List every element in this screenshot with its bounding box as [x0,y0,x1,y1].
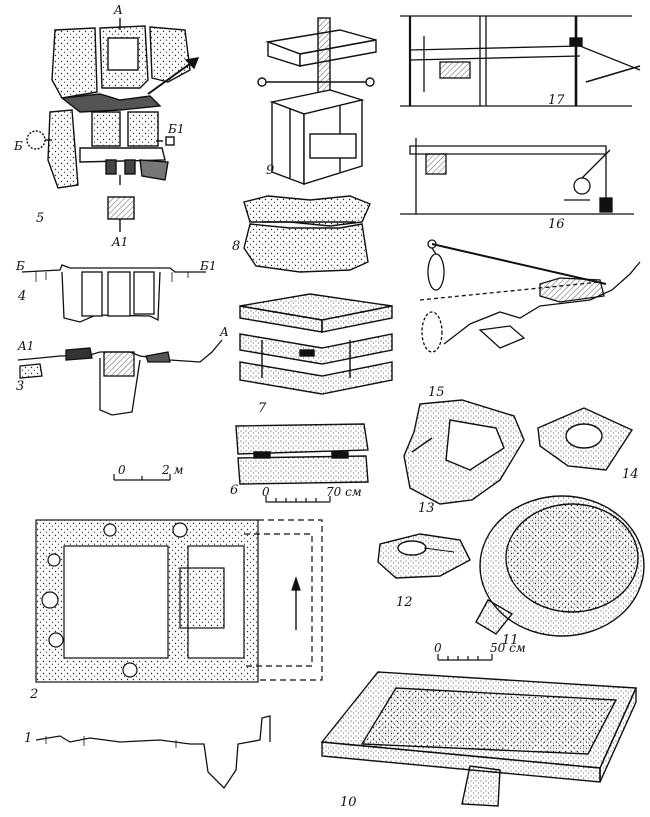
label-b1-section: Б1 [199,259,216,273]
label-a1-section: A1 [17,339,34,353]
scale-3-zero: 0 [434,641,442,655]
figure-13-number: 13 [418,501,435,516]
figure-17-press [400,15,641,107]
figure-10-number: 10 [340,795,357,810]
figure-11-round-press [475,495,645,637]
label-b1-right: Б1 [167,122,184,136]
figure-6-slab [235,423,369,485]
figure-1-number: 1 [24,731,32,746]
figure-12-vessel [377,533,471,579]
figure-14-mortar [537,407,634,471]
figure-7-number: 7 [258,401,267,416]
label-a-section: A [219,325,229,339]
figure-15-weights [419,239,641,353]
label-a1-bottom: A1 [111,235,128,249]
figure-1-section [35,715,271,790]
scale-bar-meters [113,474,171,481]
figure-11-number: 11 [502,633,519,648]
figure-9-screw-press [257,17,377,186]
figure-16-number: 16 [548,217,565,232]
scale-bar-cm-50 [437,654,493,661]
scale-3-end: 50 см [490,641,526,655]
figure-4-section [21,264,206,323]
label-a-top: A [113,3,123,17]
figure-13-stone [403,399,525,505]
scale-1-end: 2 м [161,463,183,477]
label-b-section: Б [15,259,25,273]
figure-15-number: 15 [428,385,445,400]
figure-16-lever [400,138,634,215]
figure-2-number: 2 [29,687,38,702]
figure-3-section [17,339,223,416]
figure-8-stone [243,195,371,273]
figure-2-wall-plan [35,519,323,683]
figure-17-number: 17 [548,93,565,108]
figure-14-number: 14 [622,467,639,482]
figure-12-number: 12 [396,595,413,610]
figure-8-number: 8 [232,239,240,254]
scale-2-zero: 0 [262,485,270,499]
scale-bar-cm-70 [265,496,331,503]
scale-2-end: 70 см [326,485,362,499]
scale-1-zero: 0 [118,463,126,477]
figure-6-number: 6 [230,483,238,498]
label-b-left: Б [13,139,23,153]
figure-5-plan [26,18,200,232]
figure-7-slabs [239,293,393,395]
figure-9-number: 9 [266,163,274,178]
figure-5-number: 5 [36,211,44,226]
figure-10-press-bed [320,671,638,807]
figure-4-number: 4 [17,289,26,304]
figure-3-number: 3 [16,379,24,394]
